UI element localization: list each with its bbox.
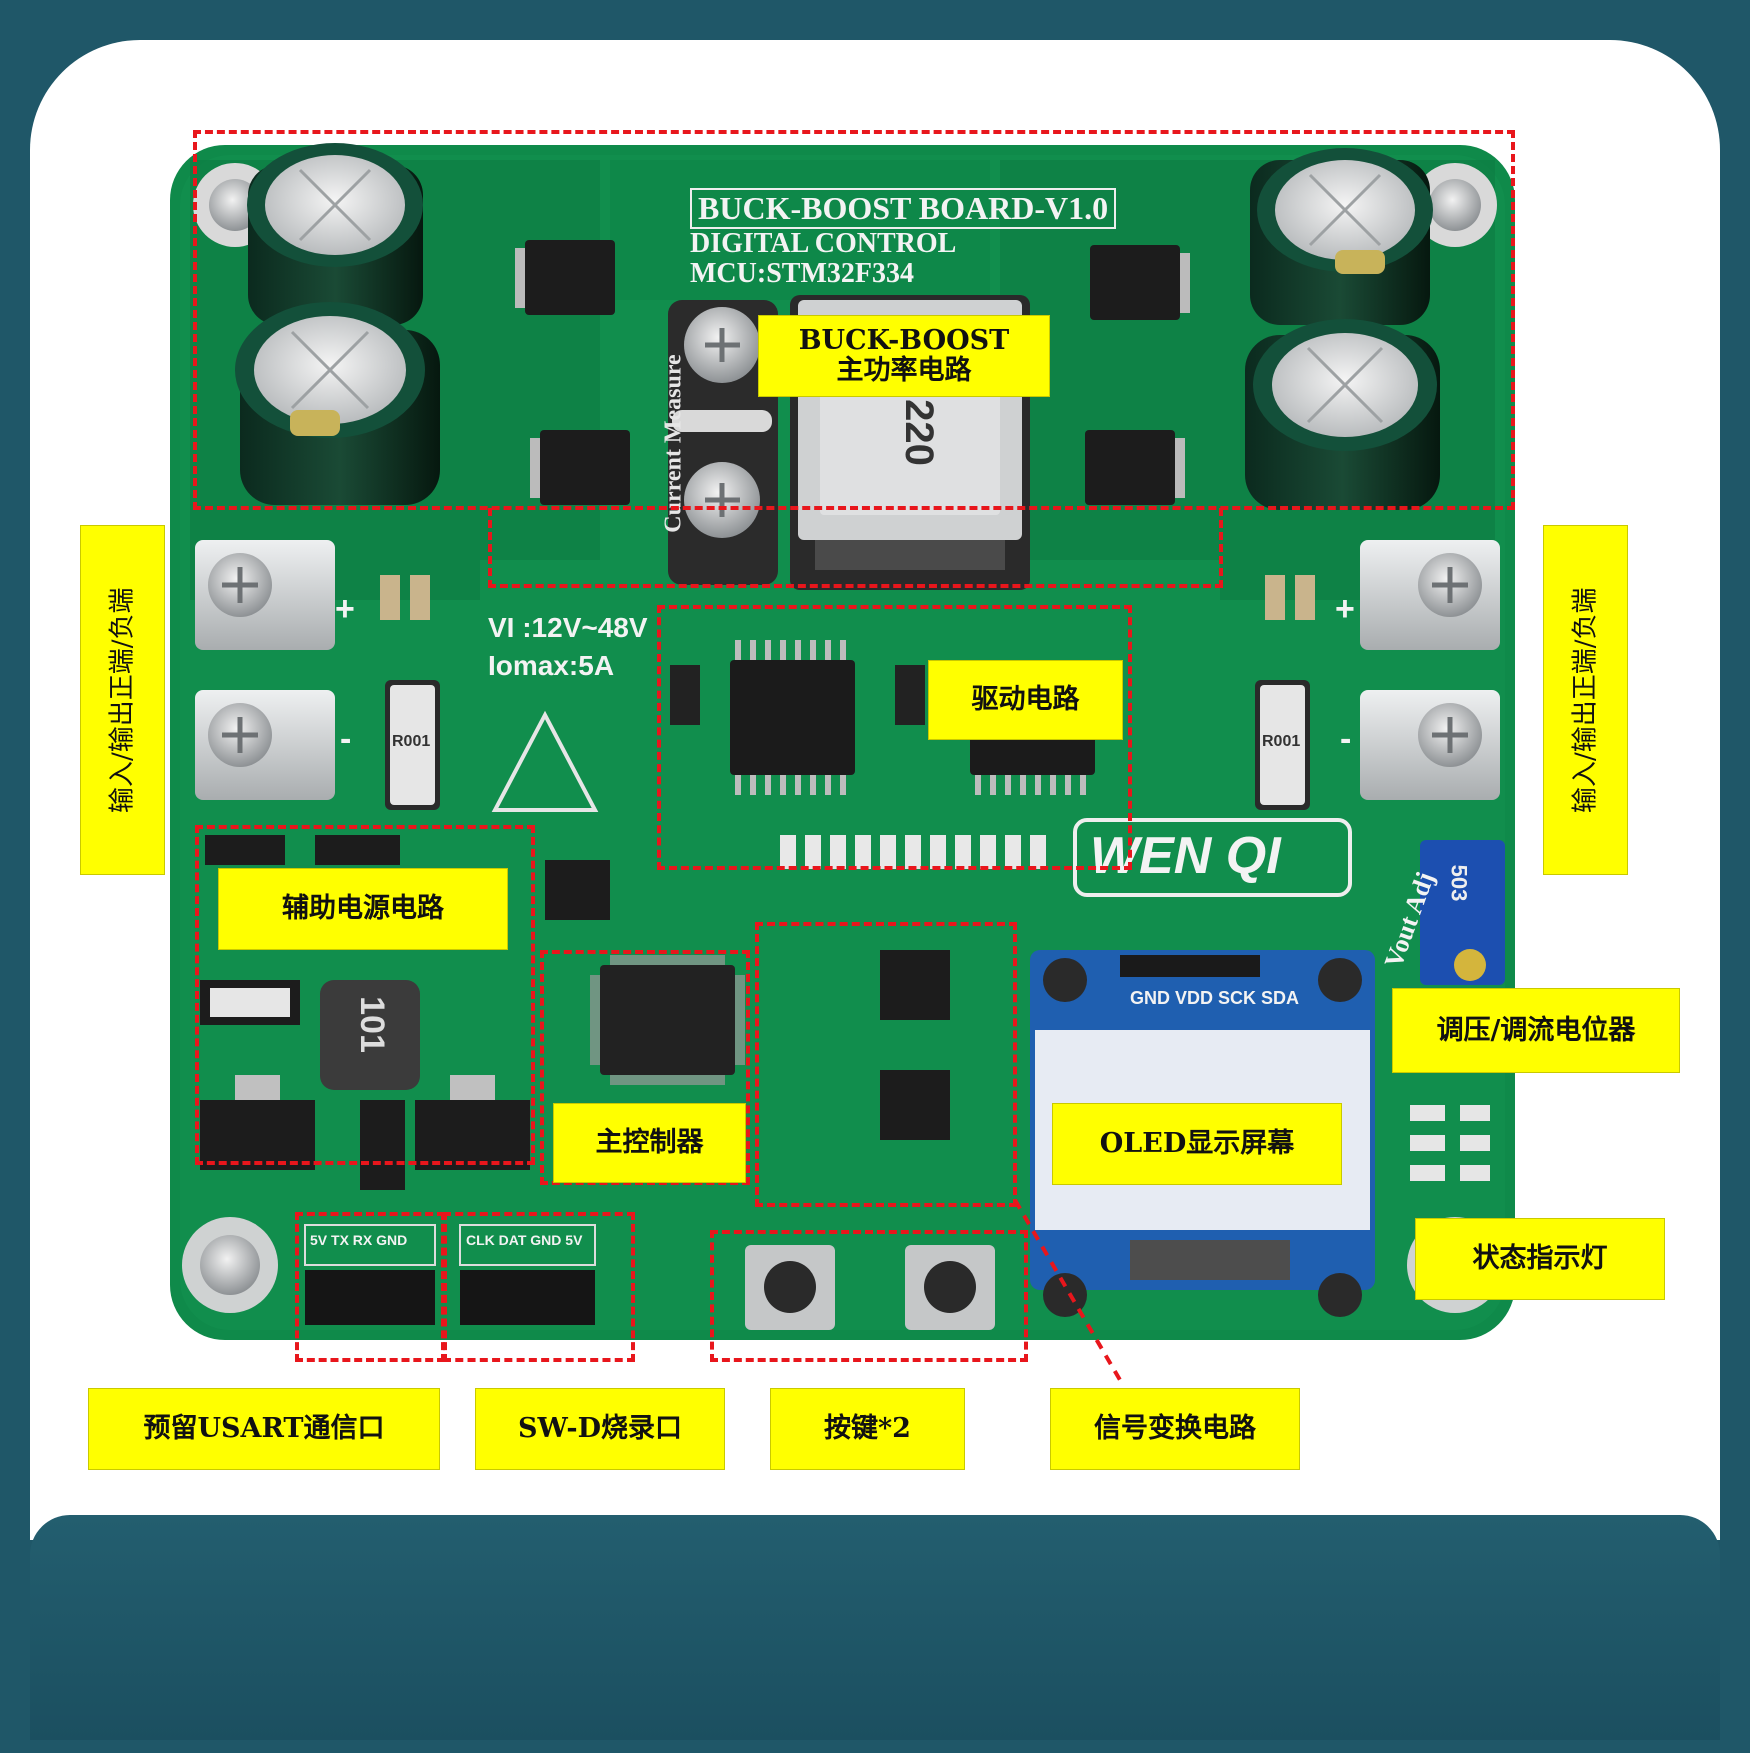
current-measure-terminal xyxy=(668,300,778,585)
capacitor-right-1 xyxy=(1250,148,1433,325)
silk-title: BUCK-BOOST BOARD-V1.0 xyxy=(690,188,1117,229)
shunt-right xyxy=(1255,680,1310,810)
mosfet-bl xyxy=(530,430,630,505)
terminal-right-minus xyxy=(1360,690,1500,800)
driver-ic-1 xyxy=(730,640,855,795)
silk-subtitle: DIGITAL CONTROL xyxy=(690,228,957,259)
button-2 xyxy=(905,1245,995,1330)
smd-caps-left xyxy=(380,575,430,620)
label-io-left-text: 输入/输出正端/负端 xyxy=(107,587,138,813)
aux-power-parts xyxy=(200,835,530,1190)
bottom-band xyxy=(30,1515,1720,1740)
silk-pot-code: 503 xyxy=(1446,864,1472,902)
opamp-signal-1 xyxy=(880,950,950,1020)
outline-main-power-mid xyxy=(488,508,1223,588)
mosfet-tr xyxy=(1090,245,1190,320)
label-potentiometer: 调压/调流电位器 xyxy=(1392,988,1680,1073)
silk-minus-right: - xyxy=(1340,720,1352,758)
smd-caps-right xyxy=(1265,575,1315,620)
label-main-power-line1: BUCK-BOOST xyxy=(798,325,1010,357)
label-main-power-line2: 主功率电路 xyxy=(836,355,972,386)
outline-aux-power xyxy=(195,825,535,1165)
resistor-row xyxy=(780,835,1046,869)
silk-mcu: MCU:STM32F334 xyxy=(690,258,914,289)
shunt-left xyxy=(385,680,440,810)
silk-oled-pins: GND VDD SCK SDA xyxy=(1130,988,1300,1008)
silk-usart-pins: 5V TX RX GND xyxy=(310,1232,408,1248)
driver-diodes xyxy=(670,665,925,725)
silk-plus-right: + xyxy=(1335,590,1355,628)
label-io-right-text: 输入/输出正端/负端 xyxy=(1570,587,1601,813)
esd-triangle xyxy=(491,710,599,812)
silk-shunt-right: R001 xyxy=(1262,733,1301,750)
label-io-left: 输入/输出正端/负端 xyxy=(80,525,165,875)
outline-swd xyxy=(443,1212,635,1362)
label-controller: 主控制器 xyxy=(553,1103,746,1183)
outline-mcu xyxy=(540,950,750,1185)
capacitor-left-1 xyxy=(247,143,423,325)
label-driver: 驱动电路 xyxy=(928,660,1123,740)
silk-shunt-left: R001 xyxy=(392,733,431,750)
terminal-left-plus xyxy=(195,540,335,650)
outline-main-power-top xyxy=(193,130,1515,510)
opamp-signal-2 xyxy=(880,1070,950,1140)
outline-driver xyxy=(657,605,1132,870)
status-leds xyxy=(1410,1105,1490,1181)
label-main-power: BUCK-BOOST 主功率电路 xyxy=(758,315,1050,397)
silk-swd-pins: CLK DAT GND 5V xyxy=(466,1232,583,1248)
label-io-right: 输入/输出正端/负端 xyxy=(1543,525,1628,875)
label-buttons: 按键*2 xyxy=(770,1388,965,1470)
terminal-right-plus xyxy=(1360,540,1500,650)
capacitor-right-2 xyxy=(1245,319,1440,510)
button-1 xyxy=(745,1245,835,1330)
mcu-chip xyxy=(590,955,745,1085)
label-status-led: 状态指示灯 xyxy=(1415,1218,1665,1300)
capacitor-left-2 xyxy=(235,302,440,505)
potentiometer xyxy=(1420,840,1505,985)
swd-header xyxy=(459,1224,596,1325)
label-usart: 预留USART通信口 xyxy=(88,1388,440,1470)
outline-signal xyxy=(755,922,1017,1207)
silk-vin: VI :12V~48V xyxy=(488,612,648,643)
terminal-left-minus xyxy=(195,690,335,800)
usart-header xyxy=(304,1224,436,1325)
opamp-top xyxy=(545,860,610,920)
mount-hole-bl xyxy=(182,1217,278,1313)
brand-box xyxy=(1073,818,1352,897)
outline-usart xyxy=(295,1212,445,1362)
label-signal: 信号变换电路 xyxy=(1050,1388,1300,1470)
label-oled: OLED显示屏幕 xyxy=(1052,1103,1342,1185)
silk-brand: WEN QI xyxy=(1090,827,1281,885)
silk-minus-left: - xyxy=(340,720,352,758)
label-swd: SW-D烧录口 xyxy=(475,1388,725,1470)
mount-hole-tr xyxy=(1413,163,1497,247)
silk-imax: Iomax:5A xyxy=(488,650,615,681)
mosfet-tl xyxy=(515,240,615,315)
mosfet-br xyxy=(1085,430,1185,505)
silk-plus-left: + xyxy=(335,590,355,628)
copper-pour-mid xyxy=(610,160,990,300)
label-aux-power: 辅助电源电路 xyxy=(218,868,508,950)
outline-buttons xyxy=(710,1230,1028,1362)
